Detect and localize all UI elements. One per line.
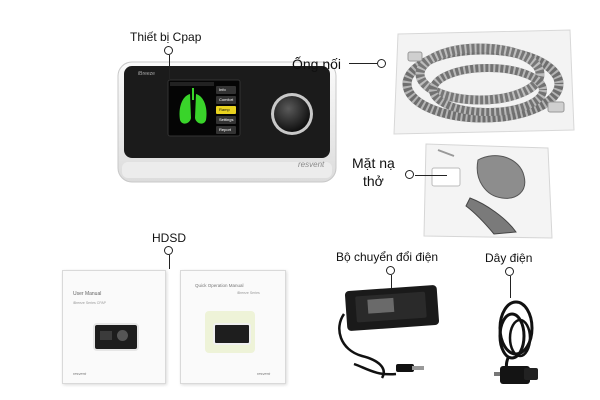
menu-item-comfort: Comfort [219, 97, 234, 102]
label-power-cord: Dây điện [485, 251, 533, 265]
leader-cpap-device [169, 55, 170, 81]
quick-guide-device-thumb [205, 311, 255, 353]
marker-mask [405, 170, 414, 179]
menu-item-ramp: Ramp [219, 107, 230, 112]
marker-manual [164, 246, 173, 255]
power-cord-image [494, 300, 538, 384]
label-hose: Ống nối [292, 56, 342, 72]
quick-guide-brand: resvent [257, 371, 271, 376]
marker-cpap-device [164, 46, 173, 55]
user-manual-brand: resvent [73, 371, 87, 376]
screen-brand-text: iBreeze [138, 71, 155, 77]
marker-hose [377, 59, 386, 68]
marker-power-adapter [386, 266, 395, 275]
leader-power-cord [510, 276, 511, 298]
label-mask-line1: Mặt nạ [352, 155, 395, 171]
user-manual-subtitle: iBreeze Series CPAP [73, 301, 107, 305]
cpap-device-image [117, 61, 337, 183]
user-manual-title: User Manual [73, 291, 102, 297]
marker-power-cord [505, 267, 514, 276]
user-manual-image: User Manual iBreeze Series CPAP resvent [62, 270, 166, 384]
device-brand-text: resvent [298, 160, 325, 169]
label-cpap-device: Thiết bị Cpap [130, 30, 202, 44]
mask-image [423, 143, 553, 239]
leader-hose [349, 63, 377, 64]
label-manual: HDSD [152, 231, 187, 245]
quick-guide-title: Quick Operation Manual [195, 283, 244, 288]
hose-image [393, 29, 575, 135]
menu-item-settings: Settings [219, 117, 234, 122]
leader-manual [169, 255, 170, 269]
label-mask-line2: thở [363, 173, 384, 189]
menu-item-info: Info [219, 87, 226, 92]
quick-guide-subtitle: iBreeze Series [237, 291, 260, 295]
leader-power-adapter [391, 275, 392, 293]
quick-guide-image: Quick Operation Manual iBreeze Series re… [180, 270, 286, 384]
menu-item-report: Report [219, 127, 232, 132]
leader-mask [415, 175, 447, 176]
power-adapter-image [338, 285, 440, 379]
label-power-adapter: Bộ chuyển đổi điện [336, 250, 439, 264]
user-manual-device-thumb [93, 323, 139, 351]
